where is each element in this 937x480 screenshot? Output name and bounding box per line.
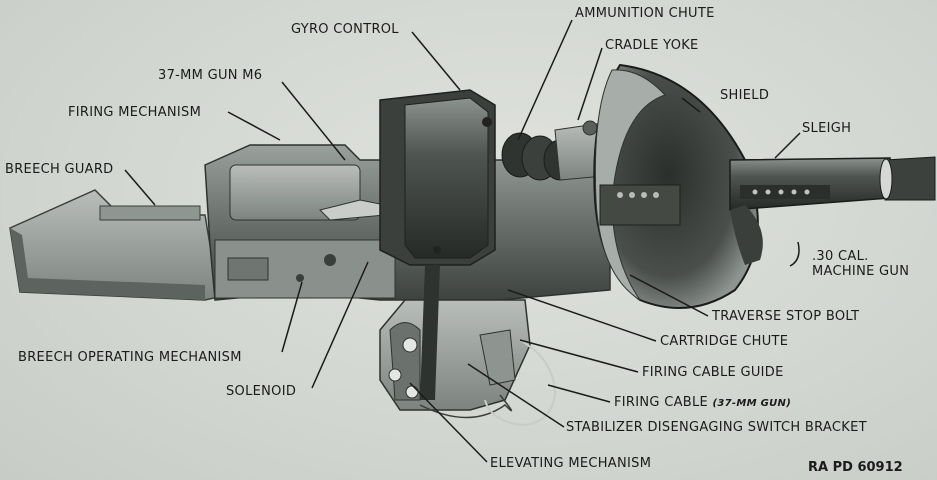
label-stabilizer-switch-bracket: STABILIZER DISENGAGING SWITCH BRACKET xyxy=(566,420,867,435)
gyro-control-shape xyxy=(379,89,496,266)
label-firing-mechanism: FIRING MECHANISM xyxy=(68,105,202,120)
label-elevating-mechanism: ELEVATING MECHANISM xyxy=(490,456,652,471)
label-traverse-stop-bolt: TRAVERSE STOP BOLT xyxy=(712,309,860,324)
label-ammunition-chute: AMMUNITION CHUTE xyxy=(575,6,715,21)
label-breech-guard: BREECH GUARD xyxy=(5,162,114,177)
label-firing-cable-note: (37-MM GUN) xyxy=(712,398,792,409)
label-cradle-yoke: CRADLE YOKE xyxy=(605,38,699,53)
label-solenoid: SOLENOID xyxy=(226,384,297,399)
sleigh-shape xyxy=(599,184,681,226)
label-37mm-gun: 37-MM GUN M6 xyxy=(158,68,263,83)
label-firing-cable-text: FIRING CABLE xyxy=(614,395,709,410)
figure-code: RA PD 60912 xyxy=(808,460,903,475)
label-cartridge-chute: CARTRIDGE CHUTE xyxy=(660,334,789,349)
label-breech-operating-mechanism: BREECH OPERATING MECHANISM xyxy=(18,350,242,365)
leader-lines xyxy=(124,19,801,463)
label-gyro-control: GYRO CONTROL xyxy=(291,22,399,37)
label-sleigh: SLEIGH xyxy=(802,121,852,136)
machine-gun-shape xyxy=(729,156,936,265)
label-firing-cable-guide: FIRING CABLE GUIDE xyxy=(642,365,784,380)
label-shield: SHIELD xyxy=(720,88,770,103)
label-machine-gun: MACHINE GUN xyxy=(812,264,910,279)
label-30-cal: .30 CAL. xyxy=(812,249,869,264)
label-firing-cable: FIRING CABLE (37-MM GUN) xyxy=(614,395,791,411)
